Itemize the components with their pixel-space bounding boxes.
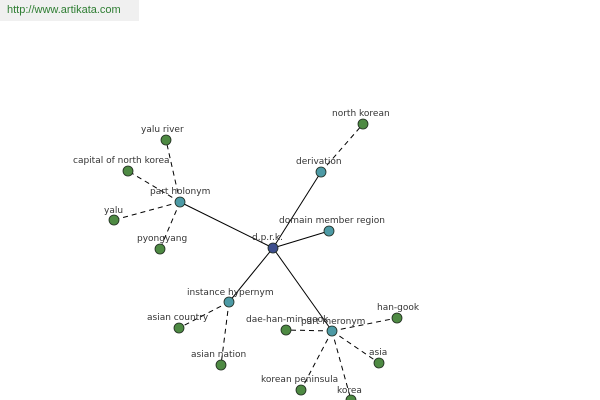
leaf-label-yalu-river: yalu river [141,125,184,135]
edge-center-part-holonym [179,201,274,249]
leaf-node-asian-nation[interactable] [215,359,227,371]
relation-node-domain-member-region[interactable] [323,225,335,237]
relation-label-part-holonym: part holonym [150,187,210,197]
leaf-node-korean-peninsula[interactable] [295,384,307,396]
relation-label-derivation: derivation [296,157,342,167]
edge-part-meronym-asia [331,330,380,364]
center-label: d.p.r.k. [252,233,283,243]
edge-part-meronym-korean-peninsula [300,330,333,391]
relation-node-instance-hypernym[interactable] [223,296,235,308]
edge-part-meronym-dae-han-min-gook [285,329,333,332]
leaf-node-han-gook[interactable] [391,312,403,324]
leaf-node-asian-country[interactable] [173,322,185,334]
leaf-node-pyongyang[interactable] [154,243,166,255]
edge-center-derivation [272,171,322,249]
leaf-label-pyongyang: pyongyang [137,234,187,244]
leaf-label-dae-han-min-gook: dae-han-min-gook [246,315,329,325]
leaf-label-asian-country: asian country [147,313,209,323]
leaf-node-korea[interactable] [345,394,357,400]
leaf-label-korean-peninsula: korean peninsula [261,375,338,385]
edge-part-meronym-korea [331,330,352,400]
edge-center-domain-member-region [272,230,330,249]
relation-label-part-meronym: part meronym [301,317,365,327]
leaf-node-asia[interactable] [373,357,385,369]
leaf-label-yalu: yalu [104,206,123,216]
edge-derivation-north-korean [320,123,364,173]
leaf-label-asian-nation: asian nation [191,350,246,360]
source-url[interactable]: http://www.artikata.com [0,0,139,21]
leaf-label-asia: asia [369,348,387,358]
edge-part-holonym-yalu [113,201,181,221]
relation-label-domain-member-region: domain member region [279,216,385,226]
leaf-label-north-korean: north korean [332,109,390,119]
leaf-node-capital-of-north-korea[interactable] [122,165,134,177]
relation-node-derivation[interactable] [315,166,327,178]
leaf-label-korea: korea [337,386,362,396]
leaf-label-capital-of-north-korea: capital of north korea [73,156,170,166]
edge-center-instance-hypernym [228,247,274,303]
relation-node-part-meronym[interactable] [326,325,338,337]
edge-part-holonym-yalu-river [165,139,181,203]
leaf-node-north-korean[interactable] [357,118,369,130]
leaf-node-dae-han-min-gook[interactable] [280,324,292,336]
leaf-node-yalu-river[interactable] [160,134,172,146]
center-node[interactable] [267,242,279,254]
leaf-node-yalu[interactable] [108,214,120,226]
edge-part-holonym-capital-of-north-korea [127,170,181,203]
relation-node-part-holonym[interactable] [174,196,186,208]
edge-center-part-meronym [272,247,333,332]
leaf-label-han-gook: han-gook [377,303,420,313]
edge-instance-hypernym-asian-country [178,301,230,329]
edge-part-meronym-han-gook [331,317,398,332]
edge-instance-hypernym-asian-nation [220,301,230,366]
relation-label-instance-hypernym: instance hypernym [187,288,274,298]
